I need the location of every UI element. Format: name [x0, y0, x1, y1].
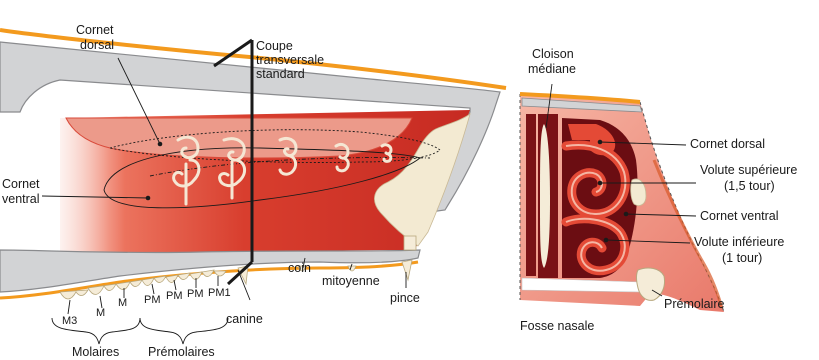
- tooth-pm-2: [166, 273, 190, 283]
- tooth-m3: [60, 290, 88, 299]
- label-tooth-pm-3: PM: [187, 288, 204, 300]
- sagittal-view: Cornet dorsal Cornet ventral Coupe trans…: [0, 23, 506, 359]
- label-volute-inferieure: Volute inférieure (1 tour): [694, 235, 788, 265]
- label-tooth-m3: M3: [62, 315, 77, 327]
- label-premolaire: Prémolaire: [664, 297, 724, 311]
- tooth-pince: [402, 260, 412, 280]
- label-coin: coin: [288, 261, 311, 275]
- label-tooth-pm1: PM1: [208, 287, 231, 299]
- incisor-root: [404, 236, 416, 250]
- label-cornet-ventral-right: Cornet ventral: [700, 209, 779, 223]
- septum-wall: [526, 114, 536, 276]
- label-fosse-nasale: Fosse nasale: [520, 319, 594, 333]
- transverse-section: Cloison médiane Cornet dorsal Volute sup…: [520, 47, 801, 333]
- label-tooth-pm-1: PM: [144, 294, 161, 306]
- label-tooth-pm-2: PM: [166, 290, 183, 302]
- label-premolaires: Prémolaires: [148, 345, 215, 359]
- label-cloison-mediane: Cloison médiane: [528, 47, 577, 76]
- label-molaires: Molaires: [72, 345, 119, 359]
- tooth-mitoyenne: [348, 266, 356, 271]
- label-tooth-m-1: M: [96, 307, 105, 319]
- label-pince: pince: [390, 291, 420, 305]
- label-cornet-dorsal-right: Cornet dorsal: [690, 137, 765, 151]
- brace-premolaires: [140, 318, 228, 344]
- label-mitoyenne: mitoyenne: [322, 274, 380, 288]
- label-cornet-ventral: Cornet ventral: [2, 177, 43, 206]
- label-canine: canine: [226, 312, 263, 326]
- label-tooth-m-2: M: [118, 297, 127, 309]
- tooth-pm1: [214, 271, 226, 276]
- label-cornet-dorsal: Cornet dorsal: [76, 23, 117, 52]
- label-volute-superieure: Volute supérieure (1,5 tour): [700, 163, 801, 193]
- tooth-pm-3: [190, 270, 214, 280]
